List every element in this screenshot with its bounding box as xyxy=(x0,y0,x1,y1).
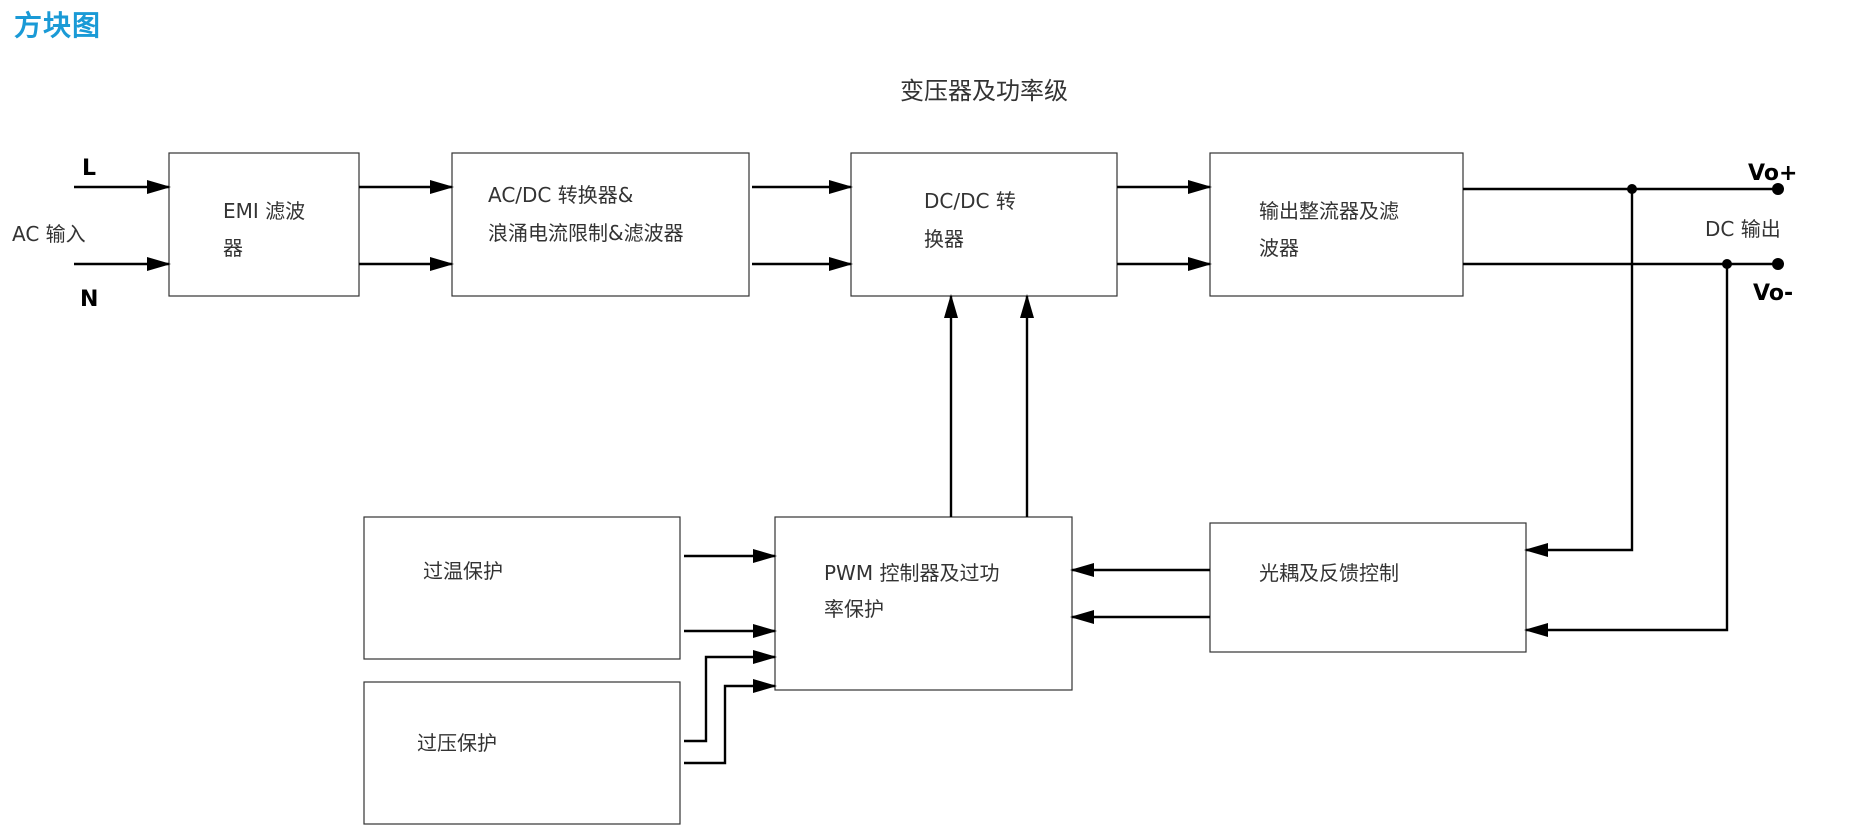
output-negative-terminal xyxy=(1772,258,1784,270)
pwm-controller-block: PWM 控制器及过功 率保护 xyxy=(774,516,1073,691)
otp-label: 过温保护 xyxy=(423,559,503,583)
rectifier-label-1: 输出整流器及滤 xyxy=(1259,199,1399,223)
acdc-label-2: 浪涌电流限制&滤波器 xyxy=(488,221,684,245)
input-neutral-label: N xyxy=(80,287,98,312)
input-line-label: L xyxy=(82,156,96,181)
ovp-to-pwm-wire-upper xyxy=(684,650,777,743)
rectifier-label-2: 波器 xyxy=(1259,236,1299,260)
input-label: AC 输入 xyxy=(12,222,86,246)
dcdc-label-1: DC/DC 转 xyxy=(924,189,1016,213)
over-temp-protection-block: 过温保护 xyxy=(363,516,681,660)
feedback-wire-negative xyxy=(1524,264,1729,637)
feedback-label: 光耦及反馈控制 xyxy=(1259,561,1399,585)
stage-title: 变压器及功率级 xyxy=(900,77,1068,105)
pwm-label-2: 率保护 xyxy=(824,597,884,621)
over-voltage-protection-block: 过压保护 xyxy=(363,681,681,825)
ovp-label: 过压保护 xyxy=(417,731,497,755)
output-negative-label: Vo- xyxy=(1753,281,1793,306)
output-positive-label: Vo+ xyxy=(1748,161,1797,186)
emi-filter-label-1: EMI 滤波 xyxy=(223,199,305,223)
acdc-converter-block: AC/DC 转换器& 浪涌电流限制&滤波器 xyxy=(451,152,750,297)
output-rectifier-block: 输出整流器及滤 波器 xyxy=(1209,152,1464,297)
section-heading: 方块图 xyxy=(14,9,102,42)
emi-filter-label-2: 器 xyxy=(223,236,243,260)
dcdc-converter-block: DC/DC 转 换器 xyxy=(850,152,1118,297)
feedback-control-block: 光耦及反馈控制 xyxy=(1209,522,1527,653)
feedback-wire-positive xyxy=(1524,189,1634,557)
dcdc-label-2: 换器 xyxy=(924,227,964,251)
pwm-label-1: PWM 控制器及过功 xyxy=(824,561,999,585)
acdc-label-1: AC/DC 转换器& xyxy=(488,183,633,207)
emi-filter-block: EMI 滤波 器 xyxy=(168,152,360,297)
ovp-to-pwm-wire-lower xyxy=(684,679,777,765)
output-label: DC 输出 xyxy=(1705,217,1781,241)
output-positive-terminal xyxy=(1772,183,1784,195)
